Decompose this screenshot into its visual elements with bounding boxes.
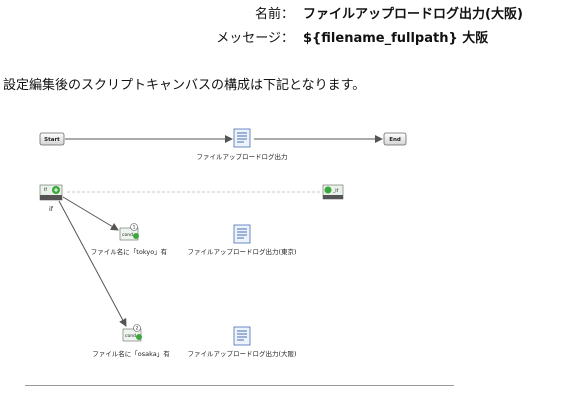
merge-icon	[324, 186, 332, 194]
flow-if-to-cond1	[62, 196, 119, 231]
condition-label: ファイル名に「osaka」有	[92, 349, 170, 358]
condition-node-text: cond	[125, 333, 136, 339]
log-output-label: ファイルアップロードログ出力(大阪)	[187, 349, 296, 358]
if-node-text: If	[44, 187, 47, 193]
endif-node-text: _If	[332, 188, 339, 194]
condition-number-badge: 1	[130, 223, 138, 231]
property-row-message: メッセージ： ${filename_fullpath} 大阪	[0, 27, 581, 47]
condition-number: 1	[133, 225, 136, 231]
property-label: 名前：	[254, 7, 294, 22]
condition-number-badge: 2	[133, 324, 141, 332]
branch-icon	[52, 186, 60, 194]
property-value: ${filename_fullpath} 大阪	[303, 31, 489, 46]
check-icon	[136, 334, 142, 340]
start-node[interactable]: Start	[39, 132, 65, 146]
condition-node-1[interactable]: cond 1 ファイル名に「tokyo」有	[91, 223, 168, 257]
log-output-node-top[interactable]: ファイルアップロードログ出力	[197, 128, 288, 161]
intro-text: 設定編集後のスクリプトキャンバスの構成は下記となります。	[3, 78, 366, 93]
log-output-node-tokyo[interactable]: ファイルアップロードログ出力(東京)	[187, 224, 297, 256]
condition-node-2[interactable]: cond 2 ファイル名に「osaka」有	[92, 324, 170, 359]
script-canvas: Start End ファイルアップロードログ出力 If if	[39, 128, 407, 359]
condition-node-text: cond	[122, 232, 133, 238]
property-value: ファイルアップロードログ出力(大阪)	[303, 7, 523, 22]
log-output-label: ファイルアップロードログ出力	[197, 152, 288, 161]
document-icon	[233, 224, 251, 244]
end-node[interactable]: End	[383, 132, 407, 146]
document-icon	[233, 128, 251, 148]
end-label: End	[389, 137, 401, 143]
start-label: Start	[44, 137, 60, 143]
flow-if-to-cond2	[58, 200, 127, 327]
endif-node[interactable]: _If	[322, 184, 344, 200]
condition-label: ファイル名に「tokyo」有	[91, 247, 168, 256]
check-icon	[133, 233, 139, 239]
document-icon	[233, 326, 251, 346]
if-label: if	[49, 205, 54, 213]
log-output-node-osaka[interactable]: ファイルアップロードログ出力(大阪)	[187, 326, 297, 358]
property-row-name: 名前： ファイルアップロードログ出力(大阪)	[0, 3, 581, 23]
property-label: メッセージ：	[216, 31, 294, 46]
log-output-label: ファイルアップロードログ出力(東京)	[187, 247, 296, 256]
divider	[25, 385, 454, 386]
condition-number: 2	[136, 326, 139, 332]
if-node[interactable]: If if	[39, 184, 63, 213]
